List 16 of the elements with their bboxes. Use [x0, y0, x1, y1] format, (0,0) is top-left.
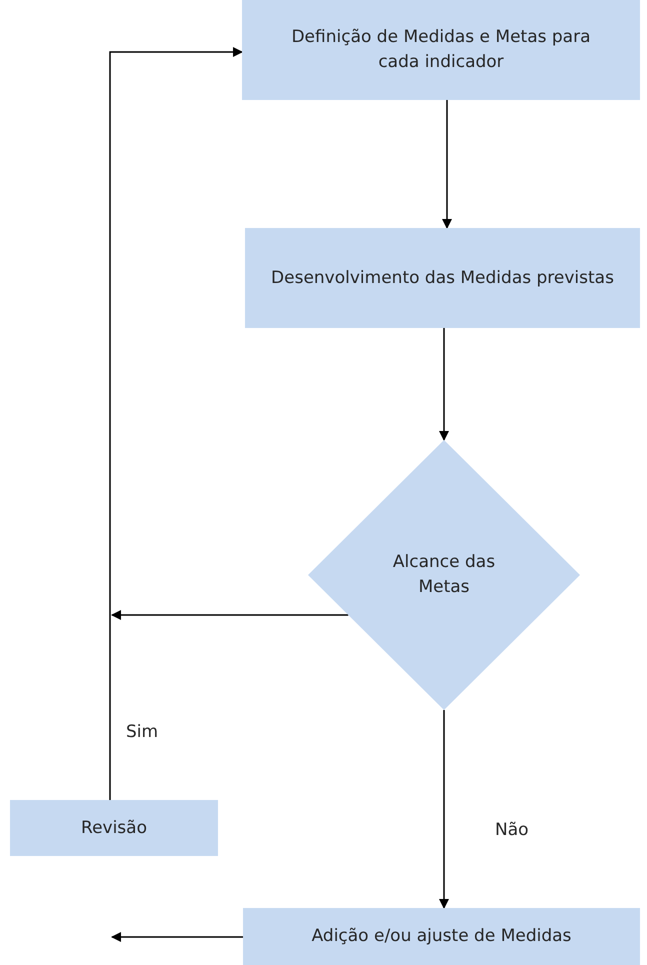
node-label: Desenvolvimento das Medidas previstas	[271, 266, 614, 290]
node-label: Definição de Medidas e Metas para cada indicador	[290, 26, 592, 74]
decision-diamond	[308, 440, 580, 710]
arrow	[439, 710, 449, 909]
process-box	[10, 800, 218, 856]
node-label: Revisão	[81, 816, 147, 840]
node-label: Alcance das Metas	[392, 551, 496, 599]
arrow	[111, 610, 348, 620]
node-label: Adição e/ou ajuste de Medidas	[312, 925, 572, 948]
arrow	[439, 328, 449, 441]
process-box	[242, 0, 640, 100]
process-box	[245, 228, 640, 328]
arrow	[111, 932, 243, 942]
arrow	[109, 47, 243, 800]
arrow	[442, 100, 452, 229]
process-box	[243, 908, 640, 965]
